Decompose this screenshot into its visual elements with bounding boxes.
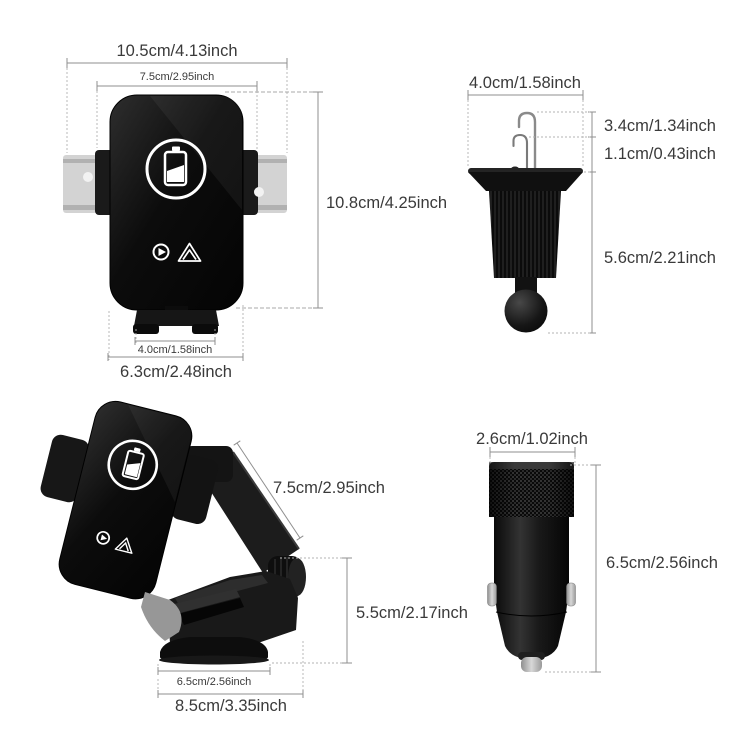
right-ghost-arm-detail <box>253 159 287 163</box>
play-icon <box>152 243 170 261</box>
side-gloss <box>128 404 191 503</box>
large-hook <box>517 111 537 172</box>
front-outer-width-label: 10.5cm/4.13inch <box>116 42 237 60</box>
front-inner-width-label: 7.5cm/2.95inch <box>140 71 215 83</box>
ball-joint <box>504 289 548 333</box>
vent-top-width-label: 4.0cm/1.58inch <box>469 74 581 92</box>
front-bottom-width-label: 6.3cm/2.48inch <box>120 363 232 381</box>
android-auto-icon <box>177 242 202 262</box>
left-arm-hole <box>83 172 93 182</box>
left-ghost-arm <box>63 155 97 213</box>
right-ghost-arm <box>253 155 287 213</box>
front-foot-width-label: 4.0cm/1.58inch <box>138 344 213 356</box>
front-height-label: 10.8cm/4.25inch <box>326 194 447 212</box>
charger-dimension-lines <box>489 447 601 673</box>
vent-hook-height-label: 3.4cm/1.34inch <box>604 117 716 135</box>
foot-pad-left <box>133 324 159 334</box>
vent-clip-view: 4.0cm/1.58inch 3.4cm/1.34inch 1.1cm/0.43… <box>467 74 716 334</box>
front-holder-view: 10.5cm/4.13inch 7.5cm/2.95inch 10.8cm/4.… <box>63 42 447 381</box>
tilted-holder <box>40 400 219 600</box>
ribbed-cylinder <box>489 191 561 278</box>
charger-tip <box>521 657 542 672</box>
release-lever <box>174 589 240 613</box>
vent-small-hook-label: 1.1cm/0.43inch <box>604 145 716 163</box>
vent-dimension-lines <box>467 90 596 334</box>
side-left-gripper <box>40 434 90 503</box>
left-ghost-arm-detail2 <box>63 205 97 210</box>
right-ghost-arm-detail2 <box>253 205 287 210</box>
charger-contact-left <box>487 582 497 607</box>
foot-pad-right <box>192 324 218 334</box>
battery-charging-icon <box>145 138 207 200</box>
side-android-auto-icon <box>114 537 133 554</box>
arm-edge-highlight <box>232 451 300 550</box>
side-base-height-label: 5.5cm/2.17inch <box>356 604 468 622</box>
left-ghost-arm-detail <box>63 159 97 163</box>
disc-body <box>468 172 583 191</box>
vent-body-height-label: 5.6cm/2.21inch <box>604 249 716 267</box>
charger-body <box>494 517 569 659</box>
side-play-icon <box>96 530 111 545</box>
suction-rim <box>159 655 269 665</box>
side-dimension-lines <box>157 440 352 698</box>
telescopic-arm <box>197 452 299 573</box>
side-battery-icon <box>107 439 159 491</box>
right-arm-hole <box>254 187 264 197</box>
charger-contact-right <box>566 582 576 607</box>
foot-bar <box>134 310 219 326</box>
front-dimension-lines <box>66 58 323 361</box>
charger-seam <box>495 611 568 617</box>
charger-width-label: 2.6cm/1.02inch <box>476 430 588 448</box>
foot-stem <box>165 306 188 312</box>
side-holder-view: 7.5cm/2.95inch 5.5cm/2.17inch 6.5cm/2.56… <box>40 400 468 715</box>
charger-height-label: 6.5cm/2.56inch <box>606 554 718 572</box>
lever-slot <box>178 598 244 625</box>
side-base-width-label: 8.5cm/3.35inch <box>175 697 287 715</box>
side-suction-width-label: 6.5cm/2.56inch <box>177 676 252 688</box>
side-holder-body <box>58 400 193 600</box>
foot-hook <box>141 592 182 641</box>
charger-cap-shading <box>489 462 574 517</box>
gloss-highlight <box>150 96 242 210</box>
clip-neck <box>515 277 537 293</box>
side-arm-length-label: 7.5cm/2.95inch <box>273 479 385 497</box>
small-hook <box>512 133 529 172</box>
car-charger-view: 2.6cm/1.02inch 6.5cm/2.56inch <box>476 430 718 673</box>
